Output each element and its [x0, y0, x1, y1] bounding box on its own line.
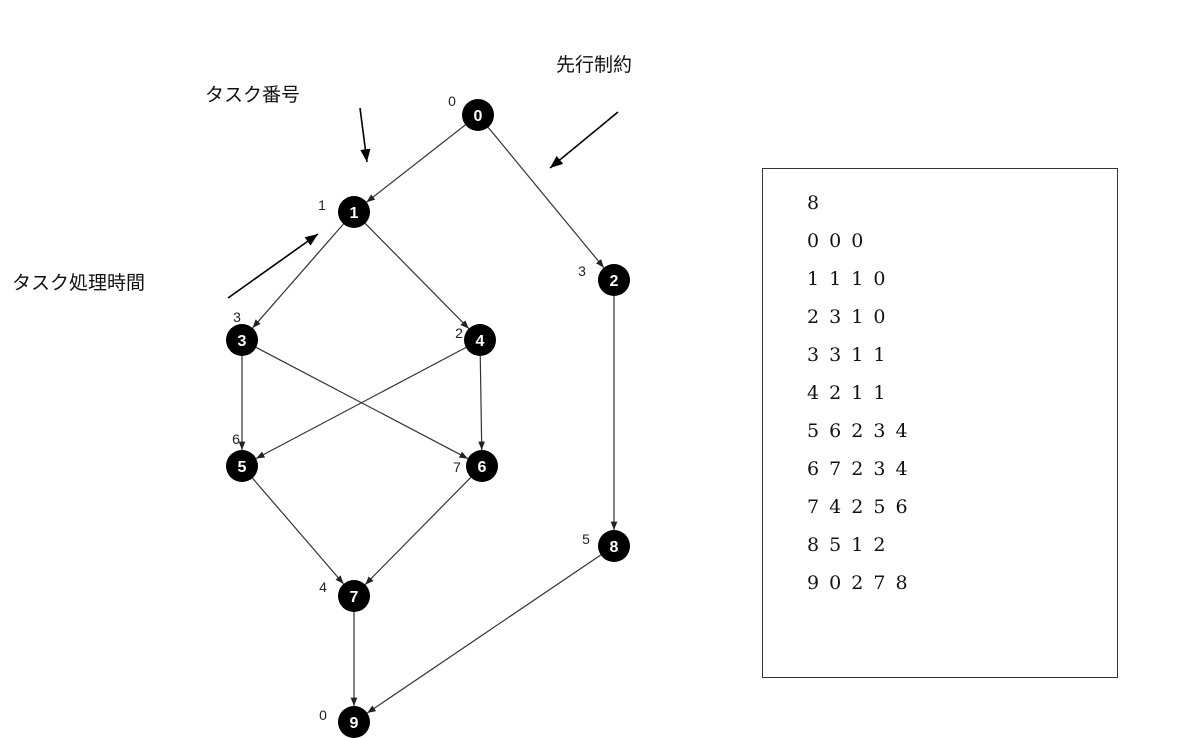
node-circle [464, 324, 496, 356]
input-line: 3 3 1 1 [807, 344, 888, 366]
task-node-0: 00 [448, 93, 494, 131]
node-id: 5 [238, 459, 247, 476]
input-line: 4 2 1 1 [807, 382, 888, 404]
task-node-8: 85 [582, 530, 630, 562]
node-weight: 5 [582, 531, 590, 547]
edge-4-6 [478, 355, 485, 451]
input-line: 9 0 2 7 8 [807, 572, 910, 594]
input-line: 7 4 2 5 6 [807, 496, 910, 518]
node-circle [226, 450, 258, 482]
edge-0-1 [366, 124, 466, 203]
node-weight: 4 [319, 579, 327, 595]
node-id: 8 [610, 539, 619, 556]
processing-time-arrow [227, 233, 319, 299]
task-node-2: 23 [578, 263, 630, 296]
node-id: 2 [610, 273, 619, 290]
node-circle [466, 450, 498, 482]
edge-8-9 [366, 554, 602, 714]
task-node-6: 67 [453, 450, 498, 482]
edge-1-4 [364, 222, 470, 330]
node-circle [462, 99, 494, 131]
node-id: 0 [474, 108, 483, 125]
input-line: 6 7 2 3 4 [807, 458, 910, 480]
node-circle [338, 196, 370, 228]
task-node-5: 56 [226, 431, 258, 482]
node-weight: 1 [318, 197, 326, 213]
task-node-1: 11 [318, 196, 370, 228]
node-weight: 6 [232, 431, 240, 447]
node-circle [338, 706, 370, 738]
node-id: 9 [350, 715, 359, 732]
input-line: 0 0 0 [807, 230, 866, 252]
task-node-9: 90 [319, 706, 370, 738]
input-line: 2 3 1 0 [807, 306, 888, 328]
task-node-4: 42 [455, 324, 496, 356]
precedence-label: 先行制約 [556, 54, 633, 76]
node-id: 3 [238, 333, 247, 350]
task-node-7: 74 [319, 579, 370, 612]
input-file-box: 8 0 0 0 1 1 1 0 2 3 1 0 3 3 1 1 4 2 1 1 5 6 2 … [762, 168, 1118, 678]
task-number-label: タスク番号 [205, 84, 301, 106]
precedence-arrow [549, 111, 619, 169]
input-line: 5 6 2 3 4 [807, 420, 910, 442]
node-weight: 2 [455, 325, 463, 341]
input-line: 1 1 1 0 [807, 268, 888, 290]
node-circle [598, 264, 630, 296]
node-weight: 0 [319, 707, 327, 723]
edge-5-7 [251, 477, 345, 585]
node-weight: 3 [233, 309, 241, 325]
node-weight: 0 [448, 93, 456, 109]
node-circle [598, 530, 630, 562]
processing-time-label: タスク処理時間 [12, 272, 146, 294]
input-line: 8 5 1 2 [807, 534, 888, 556]
node-id: 4 [476, 333, 485, 350]
task-node-3: 33 [226, 309, 258, 356]
node-weight: 7 [453, 459, 461, 475]
input-line: 8 [807, 192, 822, 214]
node-circle [338, 580, 370, 612]
edge-0-2 [487, 126, 605, 269]
node-id: 1 [350, 205, 359, 222]
task-number-arrow [359, 107, 371, 163]
edge-1-3 [252, 223, 344, 329]
node-id: 7 [350, 589, 359, 606]
edge-4-5 [255, 346, 467, 460]
edge-6-7 [364, 476, 472, 586]
node-id: 6 [478, 459, 487, 476]
node-weight: 3 [578, 263, 586, 279]
node-circle [226, 324, 258, 356]
